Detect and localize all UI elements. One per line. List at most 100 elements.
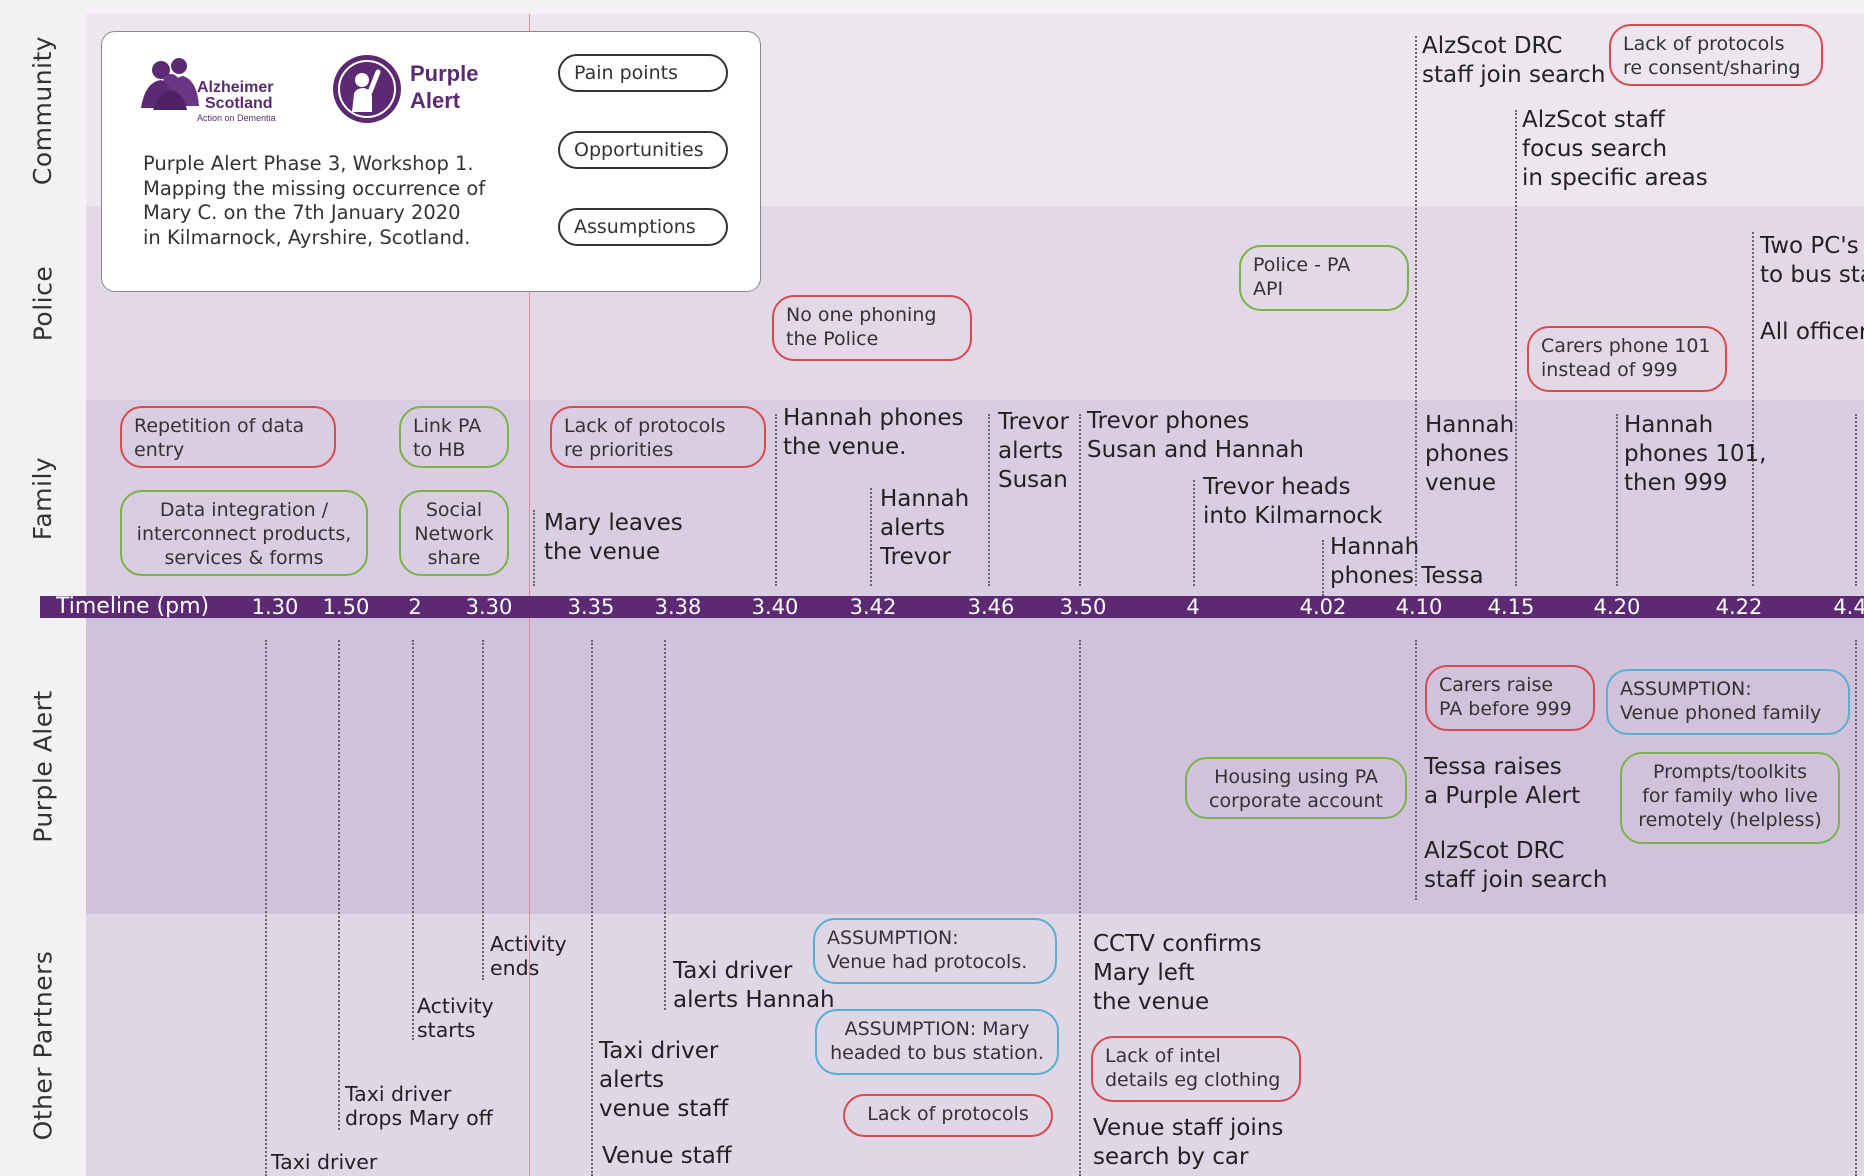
lane-label-family: Family (28, 456, 58, 540)
opp-data-integration: Data integration /interconnect products,… (120, 490, 368, 576)
purple-alert-logo-line2: Alert (410, 88, 461, 113)
assumption-venue-phoned-family: ASSUMPTION:Venue phoned family (1606, 669, 1850, 735)
police-all-officers: All officers (1760, 319, 1864, 345)
connector-mary-leaves (533, 510, 535, 586)
lane-label-other-partners: Other Partners (28, 950, 58, 1140)
other-venue-staff: Venue staff (602, 1143, 732, 1169)
lane-purple-alert (86, 618, 1864, 914)
tick-4-10: 4.10 (1395, 595, 1443, 619)
connector-3-50-family (1079, 414, 1081, 586)
alzheimer-tagline: Action on Dementia (197, 113, 276, 123)
lane-label-purple-alert: Purple Alert (28, 689, 58, 843)
legend-pain-points: Pain points (558, 54, 728, 92)
connector-3-50 (1079, 640, 1081, 1176)
alzheimer-scotland-logo: Alzheimer Scotland Action on Dementia (139, 50, 299, 130)
other-taxi-driver: Taxi driver (271, 1150, 378, 1174)
connector-1-50 (338, 640, 340, 1130)
tick-3-46: 3.46 (967, 595, 1015, 619)
tick-3-40: 3.40 (751, 595, 799, 619)
tick-3-50: 3.50 (1059, 595, 1107, 619)
guide-line (529, 14, 530, 1176)
purple-alert-logo-line1: Purple (410, 61, 479, 86)
lane-label-police: Police (28, 265, 58, 341)
connector-4-02 (1322, 540, 1324, 596)
connector-4 (1193, 480, 1195, 586)
tick-3-42: 3.42 (849, 595, 897, 619)
connector-end-family (1855, 414, 1857, 586)
connector-4-10 (1415, 36, 1417, 586)
connector-3-40 (775, 414, 777, 586)
connector-4-10-pa (1415, 640, 1417, 900)
tick-1-50: 1.50 (322, 595, 370, 619)
tick-4: 4 (1186, 595, 1200, 619)
timeline-bar (40, 596, 1864, 618)
connector-3-35 (591, 640, 593, 1176)
workshop-description: Purple Alert Phase 3, Workshop 1. Mappin… (143, 152, 486, 249)
timeline-title: Timeline (pm) (56, 594, 210, 619)
connector-4-22 (1752, 232, 1754, 586)
alzheimer-logo-icon (141, 58, 199, 110)
tick-4-15: 4.15 (1487, 595, 1535, 619)
tick-4-4: 4.4 (1833, 595, 1864, 619)
legend-opportunities: Opportunities (558, 131, 728, 169)
connector-2 (412, 640, 414, 1040)
legend-assumptions: Assumptions (558, 208, 728, 246)
tick-4-20: 4.20 (1593, 595, 1641, 619)
purple-alert-logo: Purple Alert (332, 54, 492, 124)
alzheimer-logo-text: Alzheimer Scotland Action on Dementia (197, 79, 276, 124)
tick-3-35: 3.35 (567, 595, 615, 619)
purple-alert-icon (333, 55, 401, 123)
connector-3-30 (482, 640, 484, 980)
tick-3-30: 3.30 (465, 595, 513, 619)
connector-4-20 (1616, 414, 1618, 586)
lane-family (86, 400, 1864, 596)
lane-other-partners (86, 914, 1864, 1176)
pain-lack-of-protocols: Lack of protocols (843, 1094, 1053, 1137)
connector-3-42 (870, 488, 872, 586)
connector-3-38 (664, 640, 666, 1010)
connector-4-15 (1515, 110, 1517, 586)
tick-2: 2 (408, 595, 422, 619)
tick-4-02: 4.02 (1299, 595, 1347, 619)
connector-3-46 (988, 414, 990, 586)
assumption-venue-protocols: ASSUMPTION:Venue had protocols. (813, 918, 1057, 984)
connector-end-pa (1855, 640, 1857, 1176)
tick-4-22: 4.22 (1715, 595, 1763, 619)
tick-1-30: 1.30 (251, 595, 299, 619)
legend-card: Alzheimer Scotland Action on Dementia Pu… (101, 31, 761, 292)
tick-3-38: 3.38 (654, 595, 702, 619)
connector-1-30 (265, 640, 267, 1176)
